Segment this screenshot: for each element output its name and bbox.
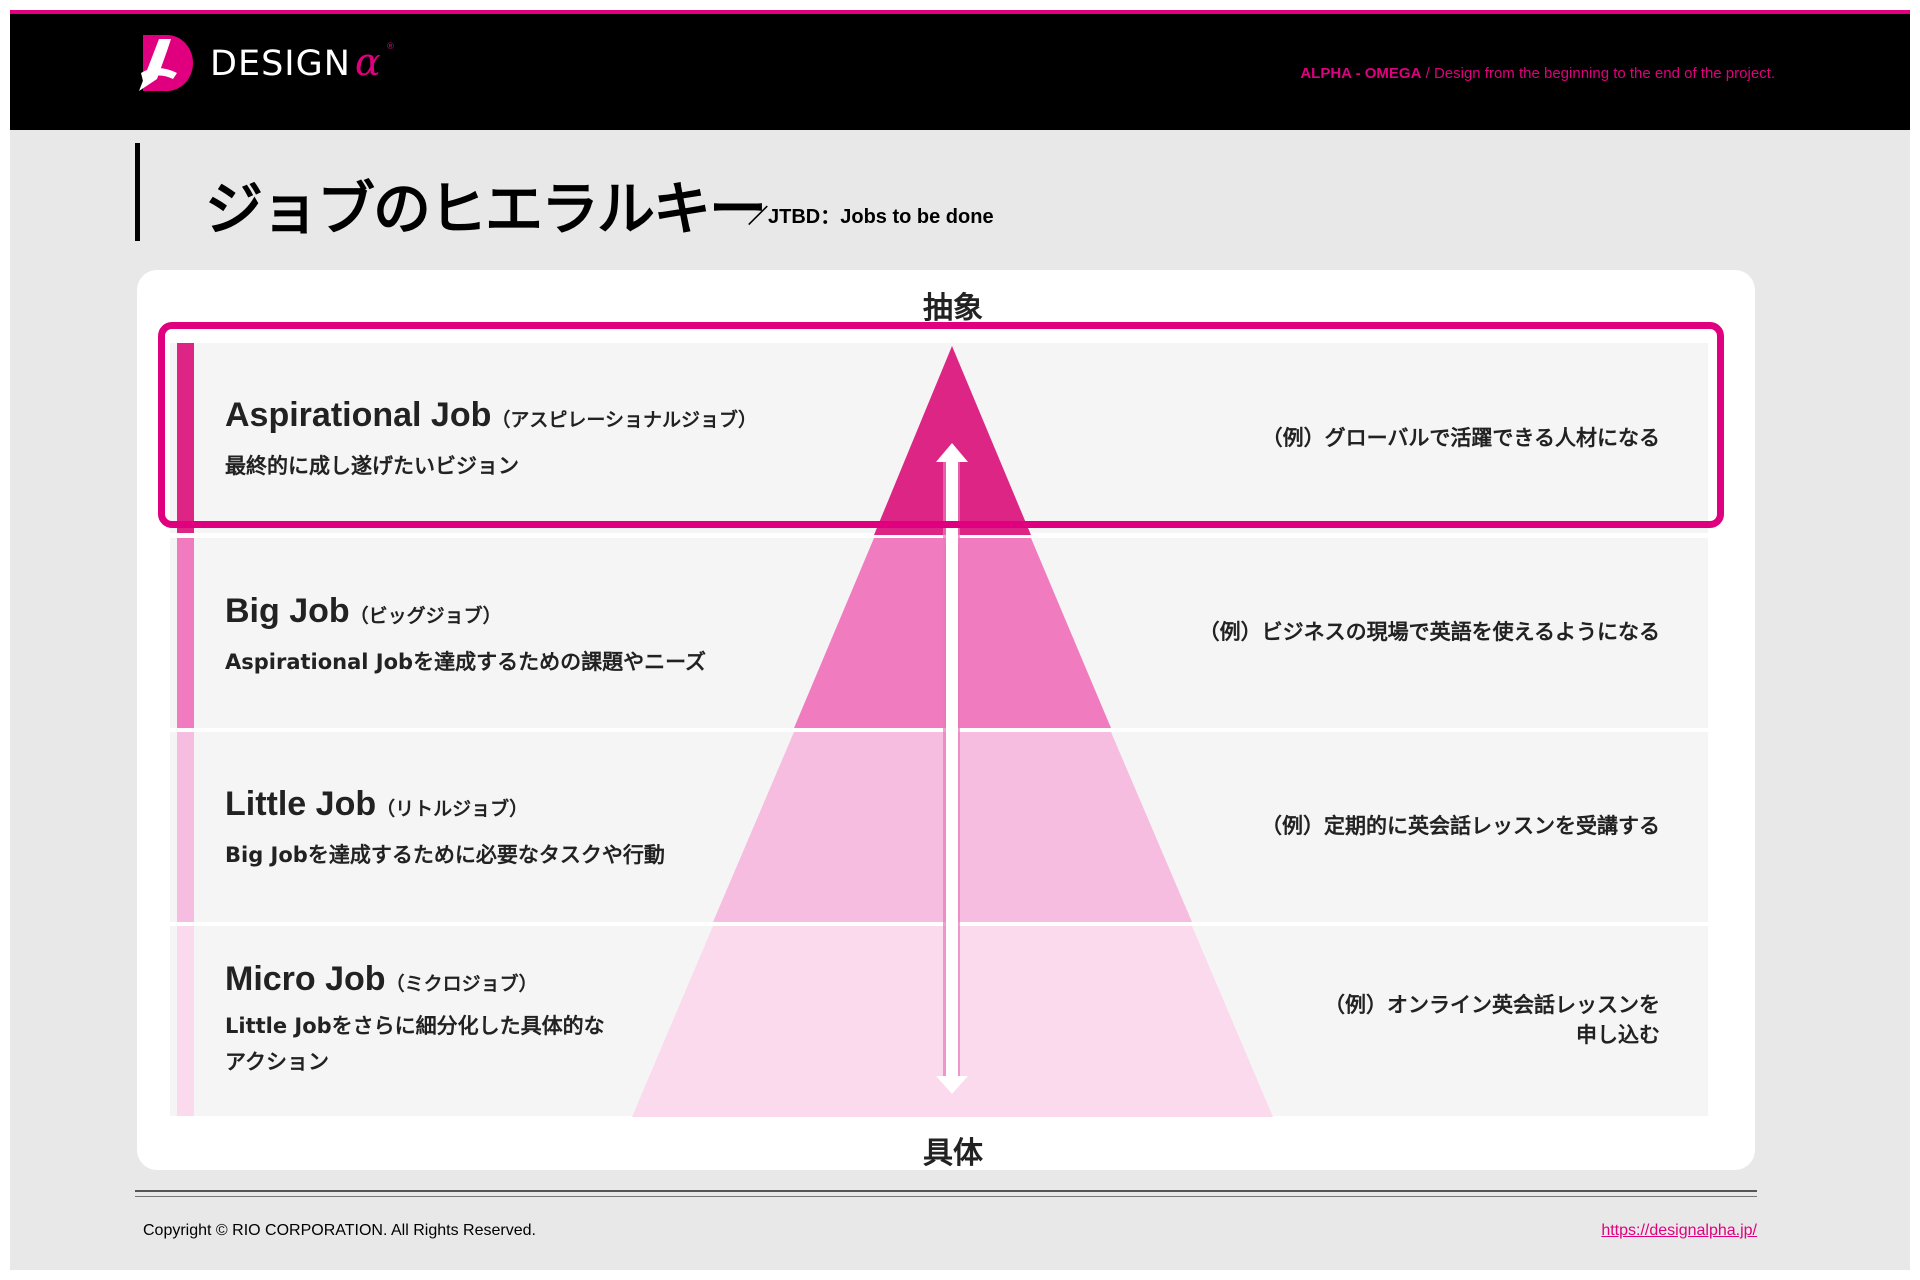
row-title-big: Big Job（ビッグジョブ） [225, 592, 502, 631]
row-title-text: Little Job [225, 785, 377, 823]
design-alpha-logo-icon [139, 35, 193, 91]
footer-site-link[interactable]: https://designalpha.jp/ [1601, 1222, 1757, 1239]
row-desc-aspirational: 最終的に成し遂げたいビジョン [225, 454, 519, 478]
logo-registered-mark: ® [386, 42, 395, 52]
row-title-text: Micro Job [225, 960, 386, 998]
row-desc-big: Aspirational Jobを達成するための課題やニーズ [225, 650, 707, 674]
header-bar [10, 10, 1910, 130]
row-title-text: Aspirational Job [225, 396, 492, 434]
row-example-little: （例）定期的に英会話レッスンを受講する [1261, 814, 1660, 838]
footer-copyright: Copyright © RIO CORPORATION. All Rights … [143, 1222, 536, 1239]
header-tagline: ALPHA - OMEGA / Design from the beginnin… [1300, 65, 1775, 82]
row-title-kana: （アスピレーショナルジョブ） [491, 409, 757, 431]
tagline-rest: / Design from the beginning to the end o… [1421, 65, 1775, 82]
row-title-kana: （ミクロジョブ） [385, 973, 538, 995]
row-title-aspirational: Aspirational Job（アスピレーショナルジョブ） [225, 396, 757, 435]
row-example-line: 申し込む [1576, 1023, 1660, 1047]
tagline-bold: ALPHA - OMEGA [1300, 65, 1422, 82]
row-desc-line: Little Jobをさらに細分化した具体的な [225, 1014, 605, 1038]
row-accent-aspirational [177, 343, 194, 533]
row-desc-little: Big Jobを達成するために必要なタスクや行動 [225, 843, 665, 867]
footer-rule [135, 1190, 1757, 1192]
row-accent-little [177, 732, 194, 922]
row-title-little: Little Job（リトルジョブ） [225, 785, 528, 824]
row-example-line: （例）オンライン英会話レッスンを [1324, 993, 1660, 1017]
page-title: ジョブのヒエラルキー [205, 175, 767, 243]
row-title-text: Big Job [225, 592, 350, 630]
logo-alpha: α [355, 40, 381, 84]
row-title-kana: （ビッグジョブ） [349, 605, 502, 627]
page-subtitle: ／JTBD：Jobs to be done [748, 206, 994, 228]
logo-text: DESIGN [210, 44, 351, 84]
row-example-big: （例）ビジネスの現場で英語を使えるようになる [1198, 620, 1660, 644]
row-example-micro: （例）オンライン英会話レッスンを 申し込む [1324, 990, 1660, 1050]
row-example-aspirational: （例）グローバルで活躍できる人材になる [1261, 426, 1660, 450]
axis-label-abstract: 抽象 [923, 291, 983, 326]
row-accent-micro [177, 926, 194, 1116]
axis-label-concrete: 具体 [923, 1136, 983, 1171]
highlight-box-aspirational [158, 322, 1724, 528]
row-title-micro: Micro Job（ミクロジョブ） [225, 960, 538, 999]
title-rule [135, 143, 140, 241]
row-title-kana: （リトルジョブ） [376, 798, 529, 820]
footer-rule-thin [135, 1196, 1757, 1197]
row-desc-line: アクション [225, 1050, 329, 1074]
row-desc-micro: Little Jobをさらに細分化した具体的な アクション [225, 1008, 685, 1080]
row-accent-big [177, 538, 194, 728]
